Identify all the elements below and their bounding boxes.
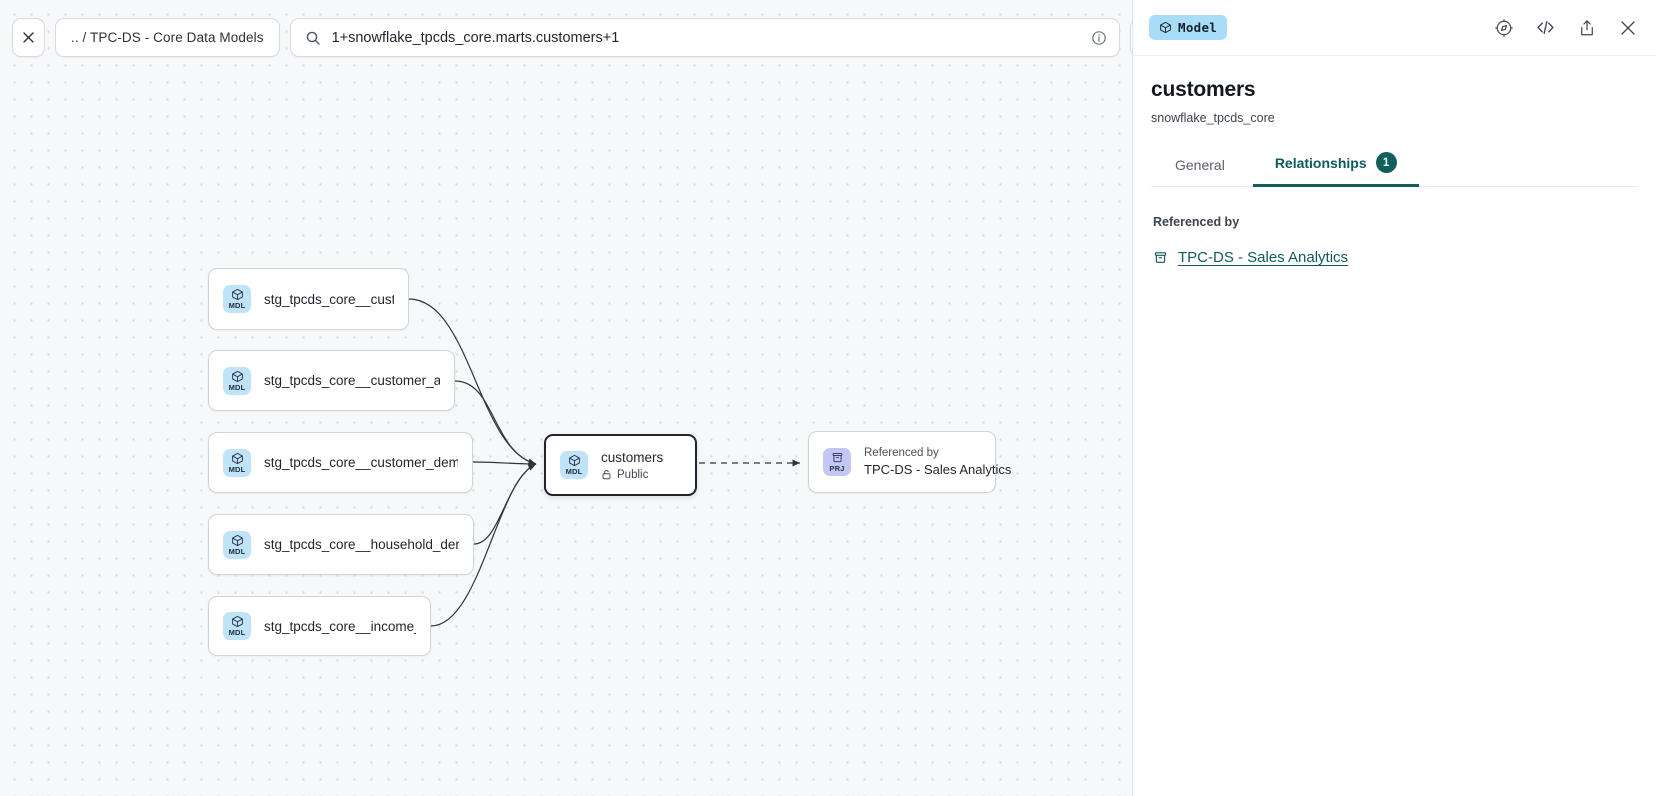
details-panel: Model (1132, 0, 1656, 796)
tab-label: Relationships (1274, 154, 1367, 171)
badge-label: MDL (228, 382, 246, 392)
share-icon[interactable] (1577, 18, 1597, 38)
project-lineage-node[interactable]: PRJ Referenced by TPC-DS - Sales Analyti… (808, 431, 1012, 493)
cube-icon (231, 370, 244, 383)
close-icon (20, 29, 37, 46)
type-pill: Model (1149, 15, 1228, 40)
tab-relationships[interactable]: Relationships 1 (1252, 152, 1419, 187)
lineage-node[interactable]: MDL stg_tpcds_core__customer_demogra… (208, 432, 473, 493)
node-body: stg_tpcds_core__customer_address (264, 373, 440, 388)
model-badge: MDL (560, 451, 588, 479)
node-label: stg_tpcds_core__customer_address (264, 373, 440, 388)
cube-icon (231, 615, 244, 628)
model-badge: MDL (223, 448, 251, 477)
node-body: Referenced by TPC-DS - Sales Analytics (864, 447, 1012, 477)
project-icon (831, 451, 844, 464)
cube-icon (568, 454, 581, 467)
node-label: stg_tpcds_core__customer (264, 291, 394, 307)
search-value: 1+snowflake_tpcds_core.marts.customers+1 (331, 29, 620, 46)
node-label: TPC-DS - Sales Analytics (864, 462, 1012, 477)
node-label: stg_tpcds_core__customer_demogra… (264, 455, 458, 470)
badge-label: MDL (228, 464, 246, 474)
code-icon[interactable] (1535, 17, 1556, 38)
lineage-node[interactable]: MDL stg_tpcds_core__household_demogr… (208, 514, 474, 575)
lineage-edges (408, 298, 800, 627)
lock-icon (601, 469, 612, 480)
model-badge: MDL (223, 612, 251, 640)
canvas-toolbar: .. / TPC-DS - Core Data Models 1+snowfla… (12, 18, 1132, 57)
type-pill-label: Model (1178, 20, 1218, 35)
breadcrumb[interactable]: .. / TPC-DS - Core Data Models (55, 18, 280, 57)
badge-label: MDL (565, 467, 583, 477)
model-badge: MDL (223, 285, 251, 313)
node-body: stg_tpcds_core__income_band (264, 619, 416, 634)
close-lineage-button[interactable] (12, 18, 45, 57)
badge-label: MDL (228, 546, 246, 556)
cube-icon (231, 452, 244, 465)
model-badge: MDL (223, 530, 251, 559)
node-visibility: Public (601, 469, 663, 481)
search-input[interactable]: 1+snowflake_tpcds_core.marts.customers+1 (289, 18, 1120, 57)
project-icon (1153, 250, 1168, 265)
referenced-by-section: Referenced by TPC-DS - Sales Analytics (1133, 187, 1656, 266)
node-body: stg_tpcds_core__customer_demogra… (264, 455, 458, 470)
node-label: stg_tpcds_core__household_demogr… (264, 537, 459, 552)
tab-label: General (1175, 157, 1225, 173)
node-body: stg_tpcds_core__customer (264, 292, 394, 307)
lineage-node[interactable]: MDL stg_tpcds_core__customer (208, 268, 409, 330)
lineage-node[interactable]: MDL stg_tpcds_core__customer_address (208, 350, 455, 411)
info-icon[interactable] (1091, 30, 1107, 46)
compass-icon[interactable] (1494, 18, 1514, 38)
node-body: stg_tpcds_core__household_demogr… (264, 537, 459, 552)
lineage-node[interactable]: MDL stg_tpcds_core__income_band (208, 596, 431, 656)
panel-header: Model (1133, 0, 1656, 56)
project-badge: PRJ (823, 448, 851, 476)
lineage-canvas[interactable]: .. / TPC-DS - Core Data Models 1+snowfla… (0, 0, 1132, 796)
panel-heading: customers snowflake_tpcds_core General R… (1133, 56, 1656, 187)
badge-label: PRJ (829, 464, 845, 474)
tab-general[interactable]: General (1153, 157, 1247, 187)
section-label: Referenced by (1153, 215, 1240, 229)
reference-link[interactable]: TPC-DS - Sales Analytics (1178, 249, 1349, 266)
node-label: stg_tpcds_core__income_band (264, 618, 416, 634)
panel-actions (1494, 17, 1638, 38)
selected-lineage-node[interactable]: MDL customers Public (544, 434, 697, 496)
tab-badge: 1 (1375, 152, 1397, 173)
refresh-button[interactable] (1129, 18, 1132, 57)
cube-icon (231, 534, 244, 547)
page-title: customers (1151, 78, 1256, 101)
node-caption: Referenced by (864, 447, 939, 459)
badge-label: MDL (228, 301, 246, 311)
node-label: customers (601, 449, 664, 465)
cube-icon (1159, 21, 1172, 34)
list-item[interactable]: TPC-DS - Sales Analytics (1153, 249, 1638, 266)
page-subtitle: snowflake_tpcds_core (1151, 111, 1275, 125)
node-body: customers Public (601, 450, 663, 481)
badge-label: MDL (228, 628, 246, 638)
close-icon[interactable] (1618, 18, 1638, 38)
model-badge: MDL (223, 366, 251, 395)
cube-icon (231, 288, 244, 301)
breadcrumb-label: .. / TPC-DS - Core Data Models (71, 30, 264, 45)
search-icon (305, 30, 321, 46)
panel-tabs: General Relationships 1 (1151, 152, 1638, 187)
node-visibility-label: Public (617, 468, 649, 481)
